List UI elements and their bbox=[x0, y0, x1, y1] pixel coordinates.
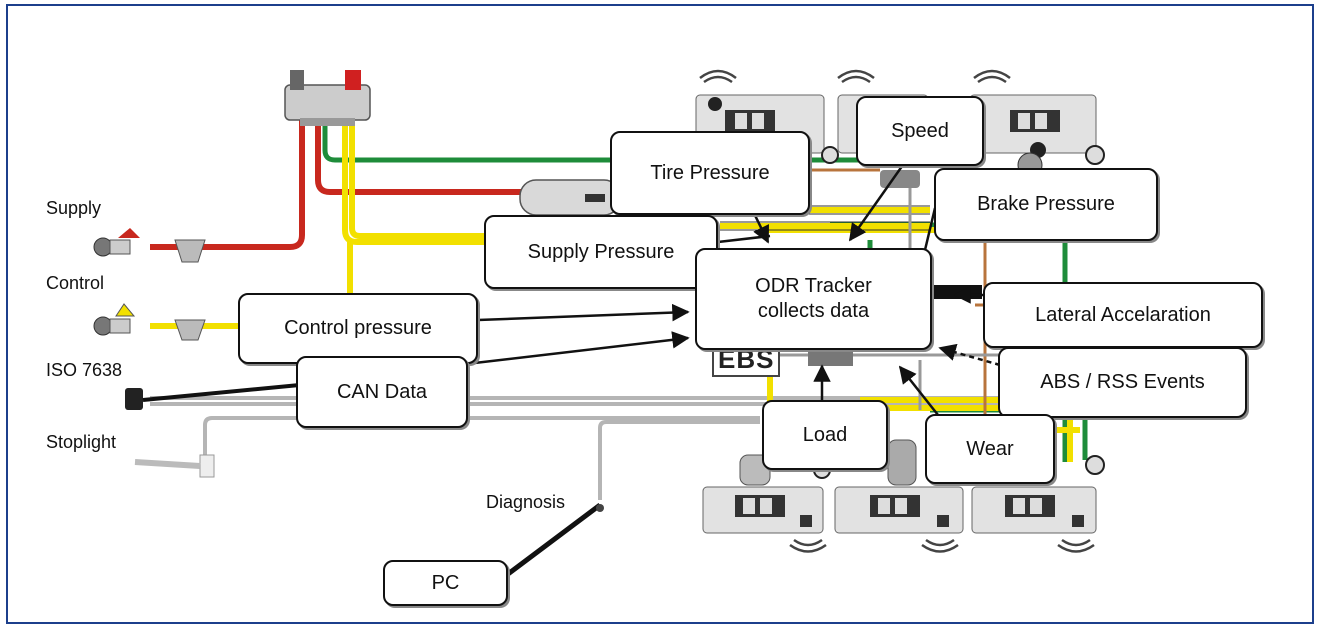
arrow-abs-rss bbox=[938, 343, 1001, 367]
iso-connector bbox=[125, 382, 311, 410]
pc-text: PC bbox=[431, 571, 460, 594]
supply-pressure-text: Supply Pressure bbox=[527, 240, 675, 263]
stoplight-connector bbox=[199, 454, 215, 478]
supply-pressure-box: Supply Pressure bbox=[484, 215, 718, 289]
stoplight-plug bbox=[134, 459, 201, 469]
control-pressure-text: Control pressure bbox=[284, 317, 432, 339]
axle-module-bottom-right bbox=[971, 455, 1105, 553]
speed-box: Speed bbox=[856, 96, 984, 166]
stoplight-label: Stoplight bbox=[46, 432, 117, 452]
ebs-pipes bbox=[760, 185, 1000, 410]
wear-text: Wear bbox=[966, 437, 1014, 460]
load-valve bbox=[808, 352, 853, 366]
arrow-speed bbox=[848, 161, 907, 242]
can-data-box: CAN Data bbox=[296, 356, 468, 428]
lateral-accel-box: Lateral Accelaration bbox=[983, 282, 1263, 348]
valve-block bbox=[284, 70, 371, 126]
lateral-accel-sensor bbox=[930, 285, 982, 299]
brake-pressure-box: Brake Pressure bbox=[934, 168, 1158, 241]
abs-rss-box: ABS / RSS Events bbox=[998, 347, 1247, 418]
supply-coupling bbox=[93, 228, 206, 263]
control-coupling bbox=[93, 303, 206, 341]
control-label: Control bbox=[46, 273, 105, 293]
odr-tracker-box: ODR Tracker collects data bbox=[695, 248, 932, 350]
arrow-wear bbox=[898, 365, 939, 416]
can-data-text: CAN Data bbox=[336, 380, 428, 403]
load-text: Load bbox=[802, 423, 848, 446]
tire-pressure-box: Tire Pressure bbox=[610, 131, 810, 215]
line-supply-pressure bbox=[717, 234, 771, 244]
supply-lines bbox=[150, 120, 540, 250]
odr-tracker-text: ODR Tracker collects data bbox=[755, 275, 872, 322]
iso-7638-label: ISO 7638 bbox=[46, 360, 123, 380]
supply-label: Supply bbox=[46, 198, 102, 218]
speed-text: Speed bbox=[891, 119, 949, 142]
abs-rss-text: ABS / RSS Events bbox=[1040, 371, 1205, 393]
axle-module-top-right bbox=[969, 69, 1105, 178]
diagnosis-cable bbox=[498, 503, 602, 582]
diagnosis-label: Diagnosis bbox=[486, 492, 566, 512]
line-brake-pressure bbox=[923, 207, 937, 251]
tire-pressure-text: Tire Pressure bbox=[650, 161, 770, 184]
air-tank bbox=[519, 179, 621, 216]
axle-module-bottom-middle bbox=[834, 439, 964, 553]
load-box: Load bbox=[762, 400, 888, 470]
lateral-accel-text: Lateral Accelaration bbox=[1035, 303, 1211, 326]
arrow-can-data bbox=[465, 331, 690, 366]
control-pressure-box: Control pressure bbox=[238, 293, 478, 364]
pc-box: PC bbox=[383, 560, 508, 606]
data-arrows bbox=[465, 161, 1001, 416]
arrow-control-pressure bbox=[477, 303, 690, 322]
wear-box: Wear bbox=[925, 414, 1055, 484]
diagnosis-port bbox=[596, 504, 604, 512]
brake-pressure-text: Brake Pressure bbox=[977, 193, 1115, 215]
